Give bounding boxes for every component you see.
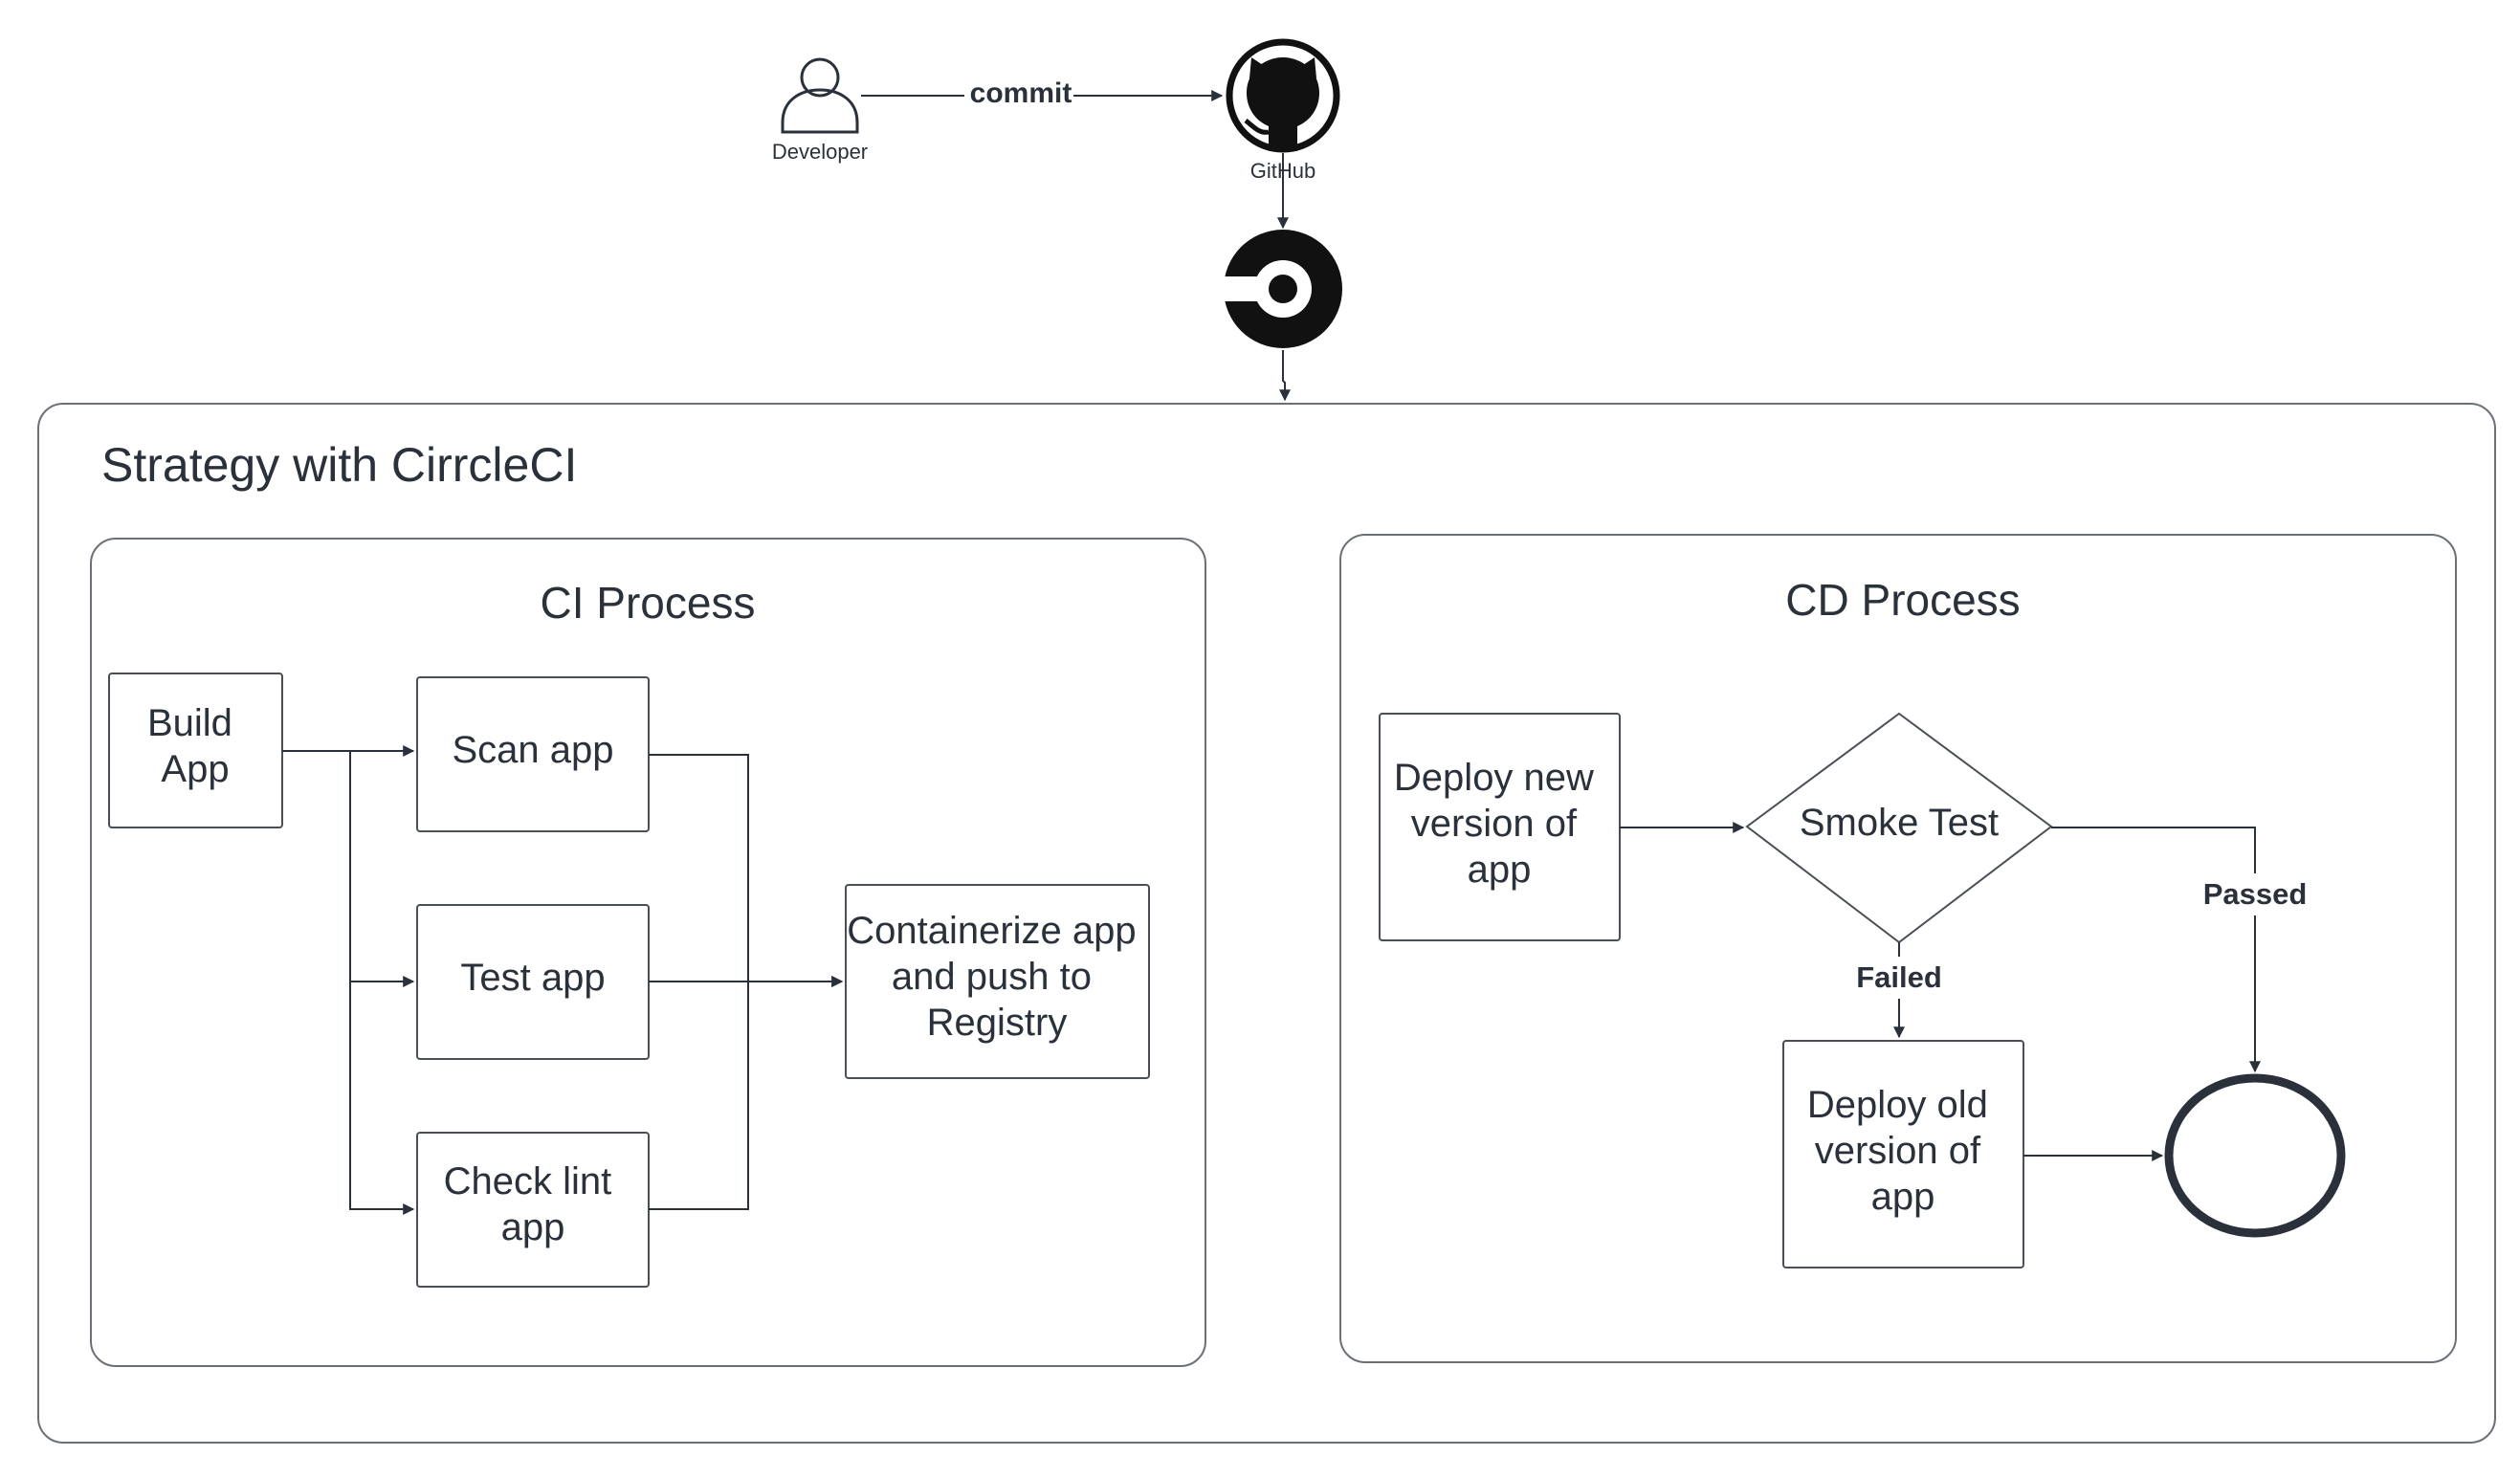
end-circle: [2164, 1073, 2346, 1238]
svg-text:Deploy new version of: Deploy new version of app: [1394, 757, 1604, 891]
containerize-line-2: and push to: [892, 956, 1092, 998]
scan-app-node: Scan app: [416, 676, 650, 832]
github-icon: [1226, 38, 1340, 153]
circleci-to-strategy-edge: [1279, 350, 1291, 402]
deploy-old-line-3: app: [1871, 1176, 1935, 1218]
strategy-title: Strategy with CirrcleCI: [101, 438, 577, 492]
svg-text:Deploy old version of: Deploy old version of app: [1807, 1084, 1999, 1218]
person-icon: [781, 57, 859, 134]
smoke-passed-edge: [2051, 827, 2261, 1073]
scan-app-line-1: Scan app: [452, 729, 613, 771]
commit-label: commit: [970, 77, 1072, 109]
deploy-new-line-3: app: [1468, 849, 1532, 891]
check-lint-line-1: Check lint: [444, 1160, 612, 1202]
build-app-line-1: Build: [147, 702, 232, 744]
ci-process-container: CI Process: [90, 538, 1206, 1367]
svg-text:Check lint app: Check lint app: [444, 1160, 623, 1248]
containerize-node: Containerize app and push to Registry: [845, 884, 1150, 1079]
deploy-old-line-2: version of: [1815, 1130, 1981, 1172]
developer-label: Developer: [772, 140, 868, 164]
passed-edge-label: Passed: [2195, 873, 2315, 915]
passed-label: Passed: [2203, 877, 2308, 911]
developer-actor: Developer: [772, 57, 868, 164]
lint-to-containerize-edge: [649, 982, 749, 1210]
cd-process-title: CD Process: [1785, 575, 2020, 625]
build-app-node: Build App: [108, 673, 283, 828]
deploy-old-node: Deploy old version of app: [1782, 1040, 2024, 1268]
ci-edges: [282, 745, 844, 1215]
deploy-new-node: Deploy new version of app: [1379, 713, 1621, 941]
ci-process-title: CI Process: [541, 578, 756, 628]
svg-text:Scan app: Scan app: [452, 729, 613, 771]
commit-edge: commit: [861, 77, 1224, 109]
smoke-test-label: Smoke Test: [1800, 802, 1999, 844]
build-app-line-2: App: [161, 748, 229, 790]
containerize-line-1: Containerize app: [847, 910, 1136, 952]
circleci-icon: [1221, 230, 1342, 348]
cd-process-container: CD Process: [1339, 534, 2457, 1363]
containerize-line-3: Registry: [927, 1002, 1068, 1044]
deploy-old-line-1: Deploy old: [1807, 1084, 1988, 1126]
test-app-line-1: Test app: [460, 957, 605, 999]
deploy-new-line-1: Deploy new: [1394, 757, 1594, 799]
check-lint-line-2: app: [501, 1206, 565, 1248]
github-node: GitHub: [1226, 38, 1340, 183]
build-to-lint-edge: [349, 982, 415, 1215]
deploy-new-line-2: version of: [1411, 803, 1578, 845]
check-lint-node: Check lint app: [416, 1132, 650, 1288]
scan-to-containerize-edge: [649, 754, 844, 987]
svg-text:Test app: Test app: [460, 957, 605, 999]
failed-edge-label: Failed: [1846, 957, 1952, 999]
svg-text:Build App: Build App: [147, 702, 243, 790]
strategy-container: Strategy with CirrcleCI: [37, 403, 2496, 1444]
build-to-test-edge: [282, 750, 415, 987]
svg-text:Containerize app and pus: Containerize app and push to Registry: [847, 910, 1147, 1044]
test-app-node: Test app: [416, 904, 650, 1060]
smoke-test-decision: Smoke Test: [1745, 712, 2053, 944]
failed-label: Failed: [1856, 960, 1942, 994]
